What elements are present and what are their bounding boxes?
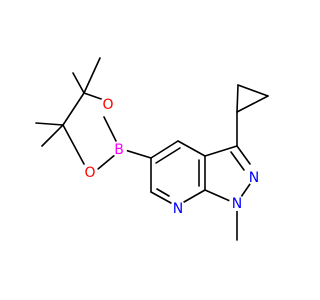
atom-oxygen-top-label: O [102,97,113,113]
bond-layer [35,57,269,241]
bond-n1-c7a [204,189,231,202]
bond-o-bottom-c [62,124,85,165]
bond-c3a-c3 [204,145,238,157]
bond-c3-n2-inner [230,151,245,171]
bond-b-o-top [103,116,119,146]
bond-c7a-n7 [183,189,206,203]
atom-nitrogen-pyrazole-n2: N [246,169,262,186]
atom-boron-label: B [114,142,124,158]
atom-nitrogen-pyridine-label: N [173,201,183,217]
bond-cyclopropyl-left [236,84,239,113]
bond-n7-c6-inner [156,188,170,197]
bond-cyclopropyl-top [237,84,269,97]
bond-b-c5 [124,149,152,159]
bond-c-c-pinacol [62,92,85,126]
bond-methyl-1 [72,72,85,94]
molecule-diagram: B O O N N N [35,57,269,241]
bond-c3-n2 [236,145,251,165]
atom-nitrogen-pyrazole-n1-label: N [232,196,242,212]
atom-nitrogen-pyridine: N [170,200,186,217]
bond-n2-n1 [240,183,251,198]
bond-methyl-2 [83,57,101,94]
bond-o-top-c [83,92,105,101]
bond-methyl-3 [35,122,64,126]
bond-c5-c4-inner [155,147,181,164]
atom-oxygen-top: O [100,96,116,113]
atom-nitrogen-pyrazole-n2-label: N [249,170,259,186]
atom-oxygen-bottom-label: O [84,165,95,181]
bond-methyl-4 [41,124,64,147]
bond-c4-c3a [177,140,206,157]
bond-cyclopropyl-right [236,95,269,113]
atom-nitrogen-pyrazole-n1: N [229,195,245,212]
structure-svg: B O O N N N [35,57,269,241]
atom-boron: B [111,141,127,158]
atom-oxygen-bottom: O [82,164,98,181]
bond-c5-c4 [150,140,179,159]
bond-n7-c6 [150,191,172,204]
atom-layer: B O O N N N [82,96,262,217]
bond-b-o-bottom [97,153,117,170]
